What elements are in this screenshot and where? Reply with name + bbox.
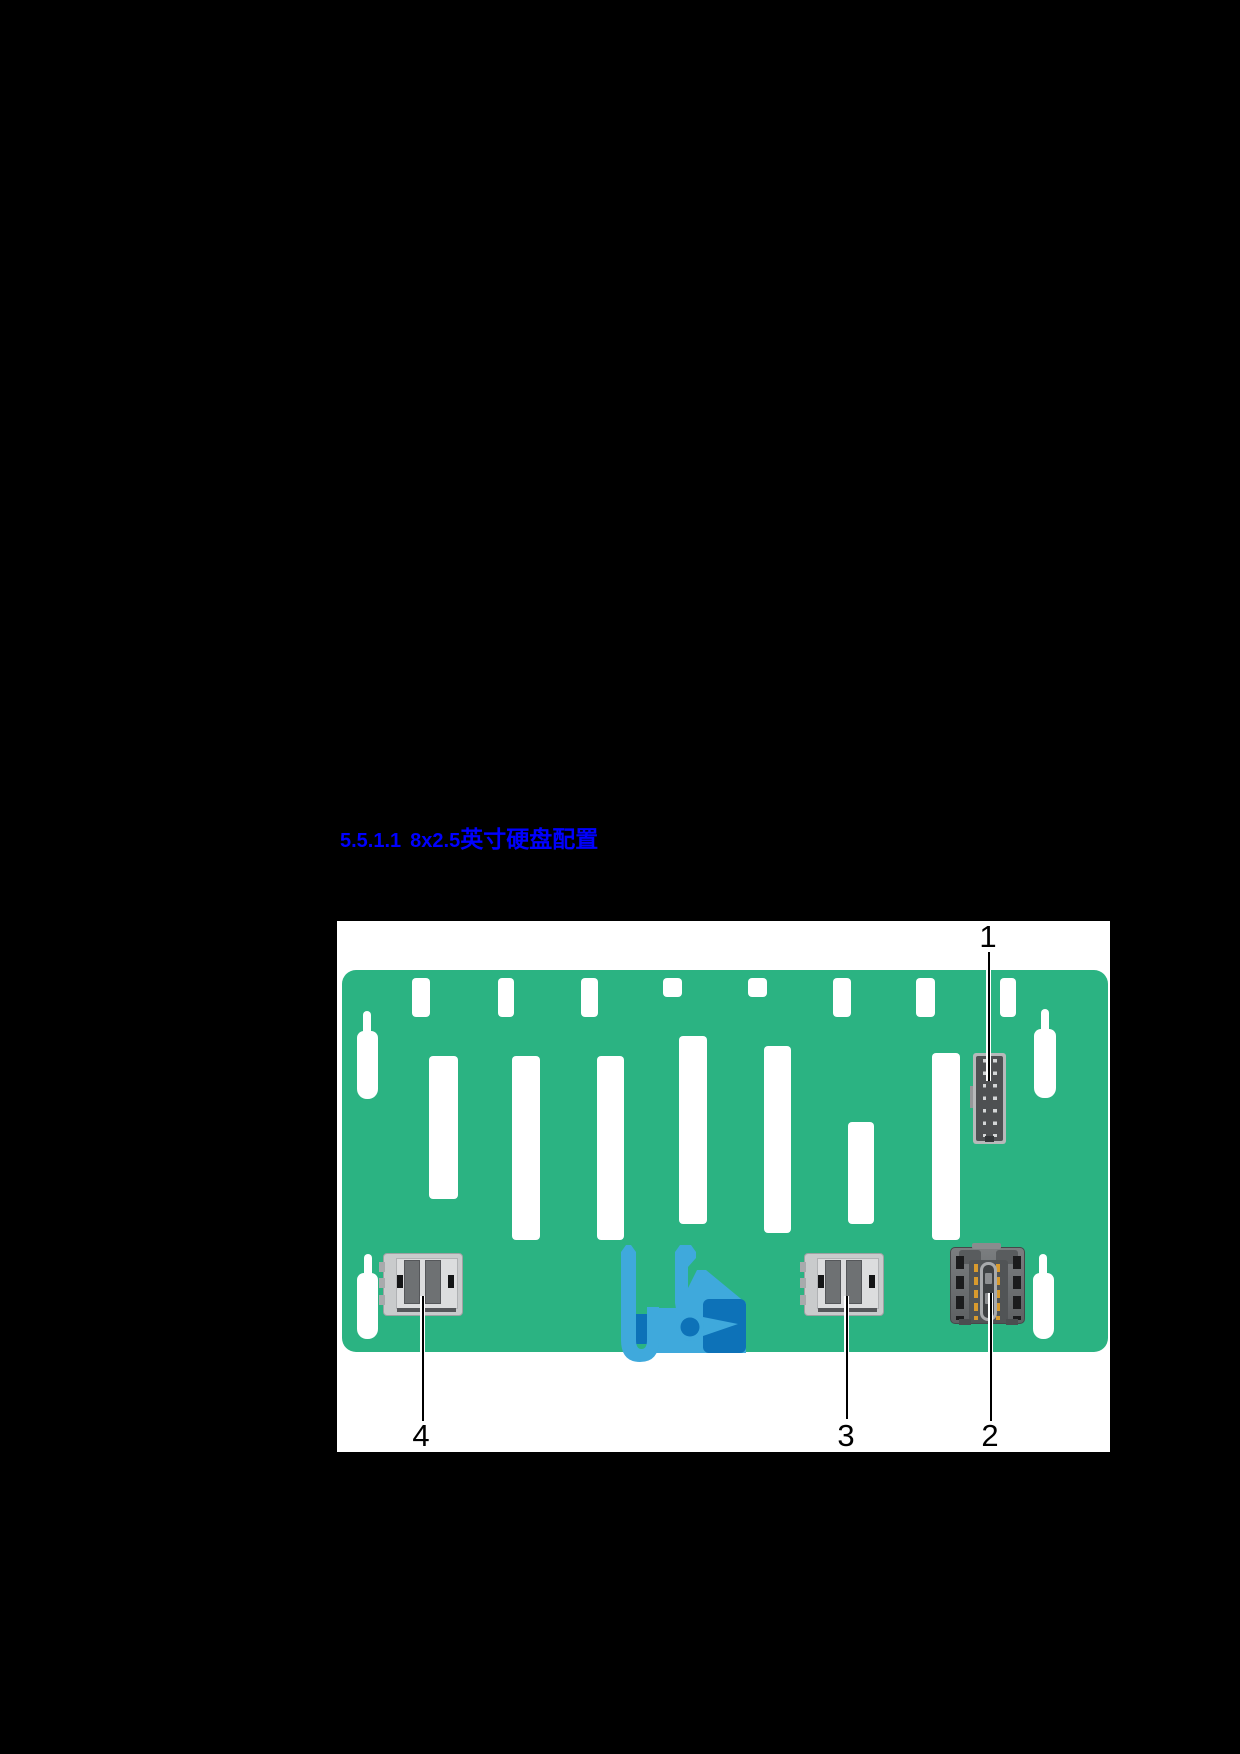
callout-label-2: 2: [981, 1418, 999, 1453]
drive-slot-cutout: [512, 1056, 540, 1240]
callout-label-3: 3: [837, 1418, 855, 1453]
leader-line-3: [844, 1296, 849, 1419]
callout-label-4: 4: [412, 1418, 430, 1453]
callout-label-1: 1: [979, 919, 997, 954]
section-title-latin: 8x2.5: [410, 830, 461, 852]
figure-canvas: 1 4 3 2: [337, 921, 1110, 1452]
drive-slot-cutout: [932, 1053, 960, 1240]
mounting-keyhole: [1033, 1254, 1054, 1339]
drive-slot-cutout: [764, 1046, 791, 1233]
sas-connector-3: [800, 1253, 884, 1316]
slot-cutout: [1000, 978, 1016, 1017]
gold-pin-strip: [996, 1264, 1000, 1320]
slot-cutout: [833, 978, 851, 1017]
slot-cutout: [916, 978, 935, 1017]
section-title-chinese: 英寸硬盘配置: [460, 826, 599, 852]
mounting-keyhole: [1034, 1009, 1056, 1099]
leader-line-4: [420, 1296, 425, 1421]
leader-line-1: [986, 952, 991, 1081]
signal-connector-1: [970, 1053, 1006, 1144]
leader-line-2: [988, 1293, 993, 1421]
mounting-keyhole: [357, 1011, 379, 1099]
slot-cutout: [581, 978, 598, 1017]
cable-clip: [621, 1245, 746, 1362]
mounting-keyhole: [357, 1254, 378, 1339]
drive-slot-cutout: [679, 1036, 707, 1224]
slot-cutout: [748, 978, 767, 997]
slot-cutout: [663, 978, 682, 997]
drive-slot-cutout: [429, 1056, 458, 1199]
drive-slot-cutout: [848, 1122, 874, 1224]
gold-pin-strip: [974, 1264, 978, 1320]
section-number: 5.5.1.1: [340, 830, 402, 852]
power-connector-2: [950, 1243, 1025, 1325]
slot-cutout: [498, 978, 514, 1017]
slot-cutout: [412, 978, 430, 1017]
drive-slot-cutout: [597, 1056, 624, 1240]
